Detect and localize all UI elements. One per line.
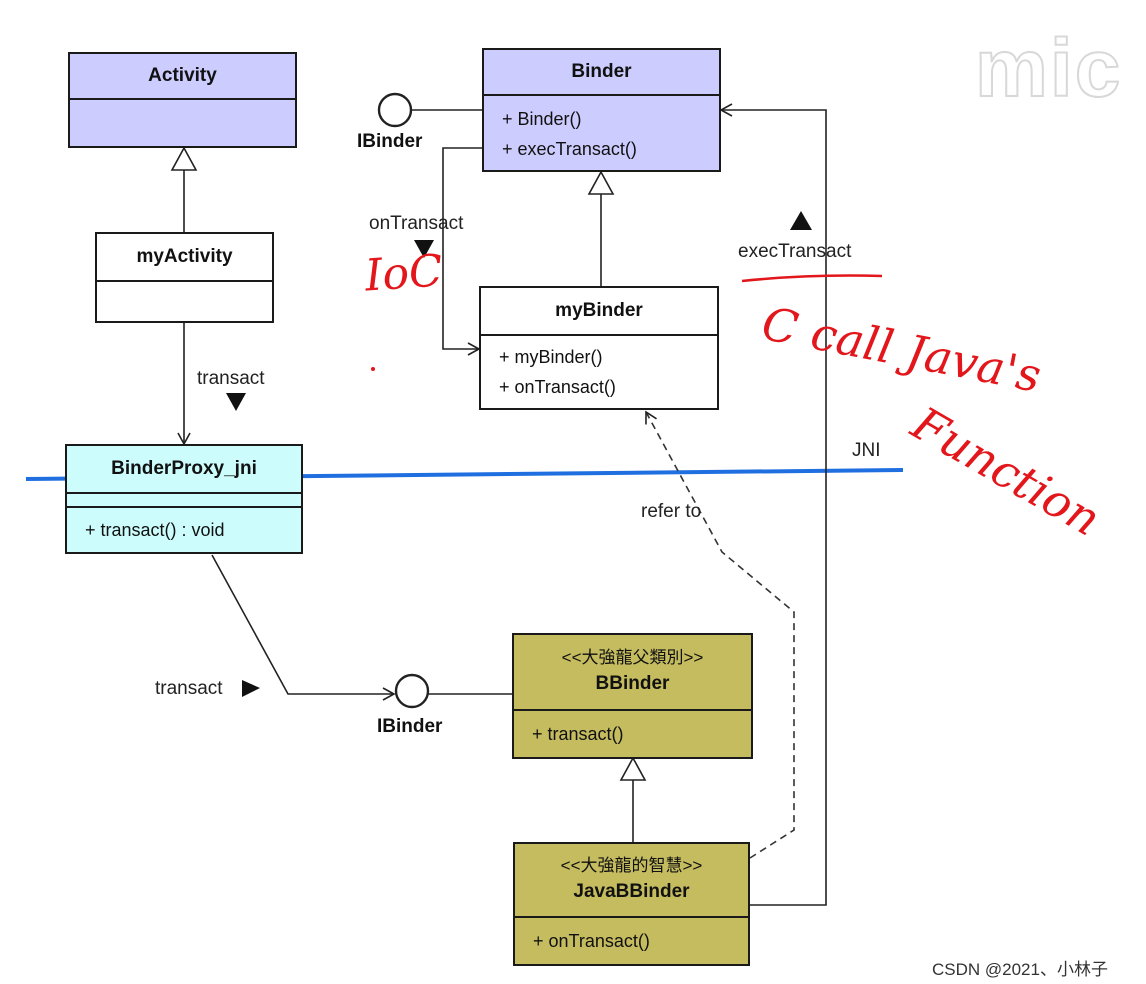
class-my-activity: myActivity bbox=[95, 232, 274, 323]
ibinder-top-icon bbox=[377, 92, 413, 128]
transact-line-bottom bbox=[211, 554, 396, 701]
binder-op-constructor: + Binder() bbox=[502, 109, 582, 129]
class-my-binder: myBinder + myBinder() + onTransact() bbox=[479, 286, 719, 410]
class-binder-name: Binder bbox=[571, 61, 632, 82]
class-bbinder-stereotype: <<大強龍父類別>> bbox=[561, 648, 704, 667]
handwritten-dot bbox=[371, 367, 375, 371]
handwritten-underline bbox=[741, 274, 883, 283]
class-bbinder-header: <<大強龍父類別>> BBinder bbox=[514, 635, 751, 709]
exec-transact-line bbox=[719, 103, 827, 906]
class-java-bbinder: <<大強龍的智慧>> JavaBBinder + onTransact() bbox=[513, 842, 750, 966]
class-binder: Binder + Binder() + execTransact() bbox=[482, 48, 721, 172]
class-java-bbinder-stereotype: <<大強龍的智慧>> bbox=[560, 856, 703, 875]
class-bbinder-name: BBinder bbox=[595, 673, 670, 694]
ibinder-top-label: IBinder bbox=[357, 131, 423, 152]
inherit-arrow-binder bbox=[587, 170, 615, 195]
handwritten-ioc: IoC bbox=[363, 245, 445, 302]
bbinder-op-transact: + transact() bbox=[532, 724, 624, 744]
inherit-arrow-activity bbox=[170, 146, 198, 171]
class-activity-name: Activity bbox=[148, 65, 217, 86]
binder-proxy-op-transact: + transact() : void bbox=[85, 520, 225, 540]
class-my-binder-name: myBinder bbox=[555, 300, 643, 321]
binder-op-exec-transact: + execTransact() bbox=[502, 139, 637, 159]
class-java-bbinder-header: <<大強龍的智慧>> JavaBBinder bbox=[515, 844, 748, 916]
jni-label: JNI bbox=[852, 440, 881, 461]
ibinder-bottom-icon bbox=[394, 673, 430, 709]
credit-text: CSDN @2021、小林子 bbox=[932, 960, 1108, 979]
my-binder-op-constructor: + myBinder() bbox=[499, 347, 603, 367]
refer-to-line bbox=[645, 410, 795, 859]
class-java-bbinder-name: JavaBBinder bbox=[573, 881, 690, 902]
on-transact-line bbox=[442, 147, 484, 356]
exec-transact-direction bbox=[790, 211, 812, 230]
refer-to-label: refer to bbox=[641, 501, 702, 522]
inherit-arrow-bbinder bbox=[619, 756, 647, 781]
class-activity: Activity bbox=[68, 52, 297, 148]
transact-direction-down bbox=[226, 393, 246, 411]
transact-direction-right bbox=[242, 680, 260, 697]
java-bbinder-op-on-transact: + onTransact() bbox=[533, 931, 650, 951]
class-binder-proxy-jni: BinderProxy_jni + transact() : void bbox=[65, 444, 303, 554]
exec-transact-label: execTransact bbox=[738, 241, 852, 262]
on-transact-direction bbox=[414, 240, 434, 258]
transact-label-bottom: transact bbox=[155, 678, 223, 699]
ibinder-bottom-label: IBinder bbox=[377, 716, 443, 737]
class-bbinder: <<大強龍父類別>> BBinder + transact() bbox=[512, 633, 753, 759]
my-binder-op-on-transact: + onTransact() bbox=[499, 377, 616, 397]
on-transact-label: onTransact bbox=[369, 213, 464, 234]
class-my-activity-name: myActivity bbox=[136, 246, 233, 267]
class-binder-proxy-jni-name: BinderProxy_jni bbox=[111, 458, 257, 479]
watermark-logo: mic bbox=[974, 22, 1123, 115]
transact-label-top: transact bbox=[197, 368, 265, 389]
